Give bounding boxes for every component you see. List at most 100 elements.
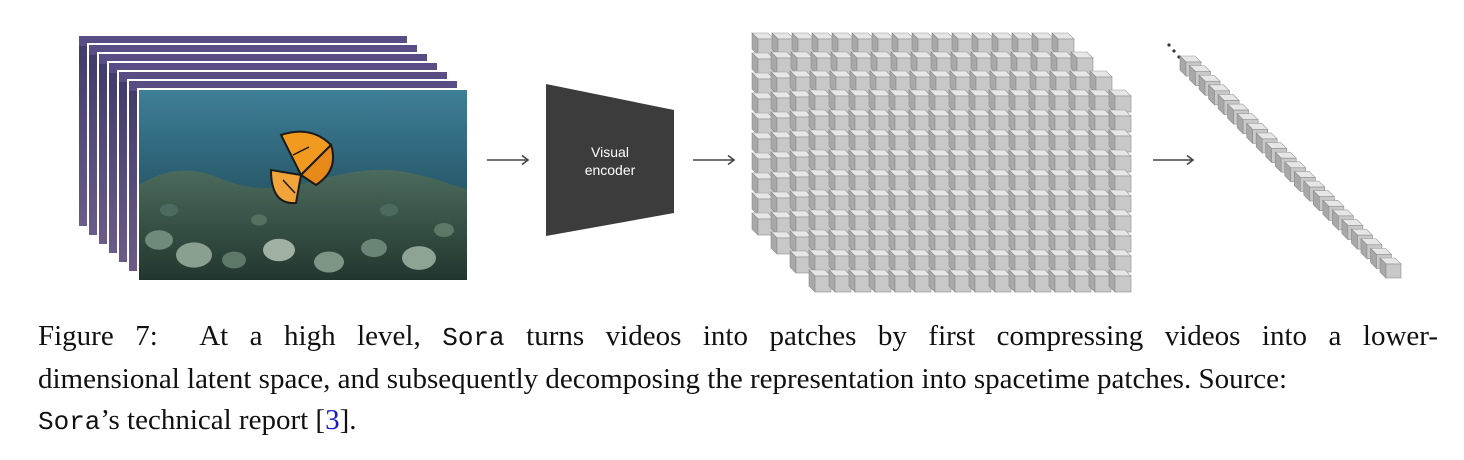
latent-patch — [1108, 209, 1132, 233]
latent-patch — [1028, 109, 1052, 133]
latent-patch — [751, 172, 775, 196]
latent-patch — [988, 149, 1012, 173]
latent-patch — [1048, 189, 1072, 213]
latent-patch — [1068, 149, 1092, 173]
latent-patch — [868, 249, 892, 273]
figure-caption: Figure 7: At a high level, Sora turns vi… — [38, 316, 1438, 443]
latent-patch — [1008, 129, 1032, 153]
latent-patch — [928, 129, 952, 153]
latent-patch — [789, 90, 813, 114]
latent-patch — [771, 32, 795, 56]
latent-patch — [1088, 249, 1112, 273]
latent-patch — [848, 229, 872, 253]
latent-patch — [808, 169, 832, 193]
butterfly-icon — [269, 130, 335, 205]
caption-text-3: dimensional latent space, and subsequent… — [38, 363, 1288, 395]
latent-patch — [888, 149, 912, 173]
latent-patch — [990, 51, 1014, 75]
latent-patch — [1068, 269, 1092, 293]
latent-patch — [988, 249, 1012, 273]
latent-patch — [1008, 209, 1032, 233]
latent-patch — [1068, 189, 1092, 213]
latent-patch — [868, 209, 892, 233]
figure-illustration: Visual encoder — [77, 32, 1402, 293]
latent-patch — [1048, 109, 1072, 133]
latent-patch — [1028, 249, 1052, 273]
latent-patch — [968, 109, 992, 133]
latent-patch — [1068, 229, 1092, 253]
latent-patch — [1088, 149, 1112, 173]
reference-link[interactable]: 3 — [325, 404, 340, 436]
latent-patch — [968, 269, 992, 293]
caption-text-5: ]. — [339, 404, 357, 436]
latent-patch — [770, 191, 794, 215]
latent-patch — [888, 169, 912, 193]
latent-patch — [948, 109, 972, 133]
latent-patch — [1028, 269, 1052, 293]
latent-patch — [1048, 149, 1072, 173]
latent-patch — [988, 269, 1012, 293]
latent-patch — [948, 129, 972, 153]
latent-patch — [789, 110, 813, 134]
latent-patch — [988, 209, 1012, 233]
latent-patch — [1008, 249, 1032, 273]
latent-patch — [948, 209, 972, 233]
latent-patch — [1028, 229, 1052, 253]
latent-patch-cube — [751, 32, 1132, 293]
latent-patch — [1068, 209, 1092, 233]
latent-patch — [828, 209, 852, 233]
latent-patch — [1108, 129, 1132, 153]
latent-patch — [770, 131, 794, 155]
latent-patch — [908, 229, 932, 253]
latent-patch — [1028, 209, 1052, 233]
latent-patch — [968, 229, 992, 253]
latent-patch — [770, 111, 794, 135]
latent-patch — [1108, 149, 1132, 173]
latent-patch — [1088, 129, 1112, 153]
latent-patch — [908, 169, 932, 193]
latent-patch — [908, 189, 932, 213]
latent-patch — [1028, 169, 1052, 193]
latent-patch — [928, 209, 952, 233]
latent-patch — [1051, 32, 1075, 56]
latent-patch — [988, 129, 1012, 153]
latent-patch — [928, 189, 952, 213]
coral-reef-scene — [139, 130, 467, 280]
latent-patch — [911, 32, 935, 56]
latent-patch — [848, 109, 872, 133]
latent-patch — [931, 32, 955, 56]
latent-patch — [1048, 269, 1072, 293]
latent-patch — [1009, 70, 1033, 94]
latent-patch — [1050, 51, 1074, 75]
latent-patch — [770, 171, 794, 195]
latent-patch — [968, 129, 992, 153]
latent-patch — [789, 190, 813, 214]
latent-patch — [751, 52, 775, 76]
latent-patch — [1048, 209, 1072, 233]
latent-patch — [1008, 229, 1032, 253]
latent-patch — [831, 32, 855, 56]
latent-patch — [951, 32, 975, 56]
latent-patch — [908, 149, 932, 173]
latent-patch — [1030, 51, 1054, 75]
latent-patch — [889, 70, 913, 94]
latent-patch — [808, 209, 832, 233]
latent-patch — [868, 129, 892, 153]
latent-patch — [868, 189, 892, 213]
latent-patch — [868, 229, 892, 253]
latent-patch — [1028, 89, 1052, 113]
caption-text-2: turns videos into patches by first compr… — [526, 320, 1438, 352]
latent-patch — [928, 229, 952, 253]
latent-patch — [848, 249, 872, 273]
latent-patch — [968, 249, 992, 273]
latent-patch — [888, 269, 912, 293]
latent-patch — [1088, 109, 1112, 133]
latent-patch — [1069, 70, 1093, 94]
latent-patch — [808, 129, 832, 153]
latent-patch — [1088, 269, 1112, 293]
latent-patch — [1048, 249, 1072, 273]
latent-patch — [830, 51, 854, 75]
latent-patch — [770, 151, 794, 175]
sequence-patch — [1379, 257, 1402, 279]
latent-patch — [888, 209, 912, 233]
